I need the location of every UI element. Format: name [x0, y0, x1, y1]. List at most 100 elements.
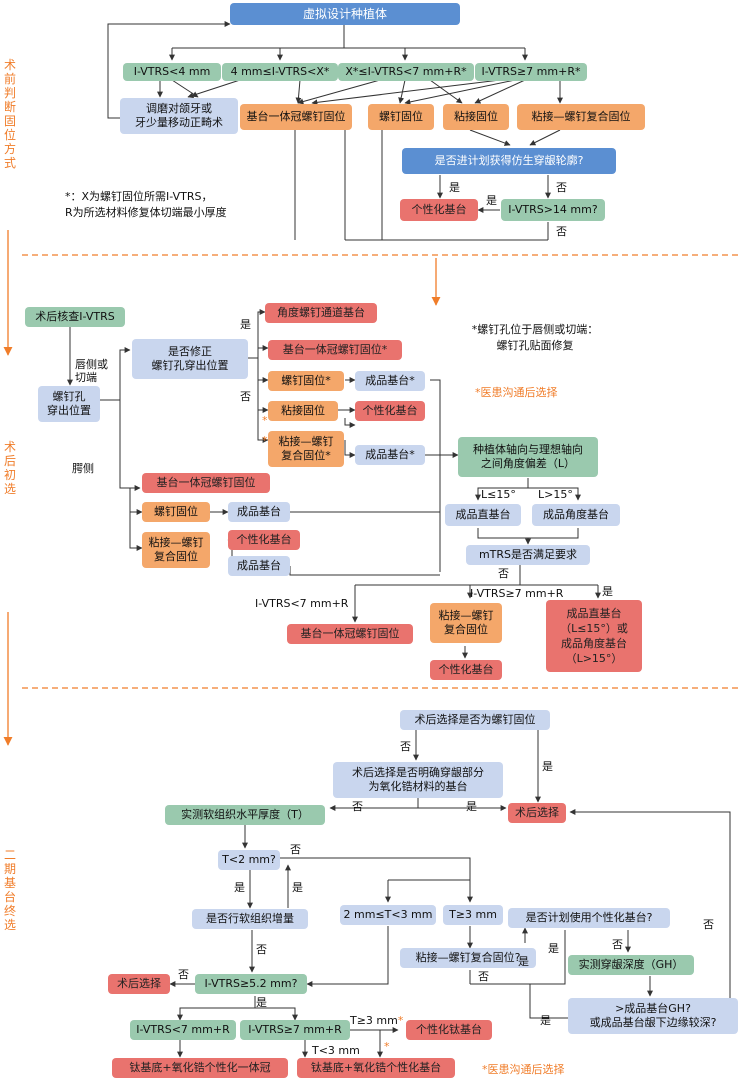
label-yes-2: 是 — [486, 194, 497, 207]
label-t-ge-3-star: T≥3 mm* — [350, 1014, 403, 1027]
label-no-gh: 否 — [703, 918, 714, 931]
palatal-stock-abutment-1: 成品基台 — [228, 502, 290, 522]
label-yes-graft: 是 — [292, 881, 303, 894]
label-no-custom: 否 — [612, 938, 623, 951]
cond-ivtrs-ge-7r: I-VTRS≥7 mm+R* — [475, 63, 587, 81]
result-ti-zirconia-crown: 钛基底+氧化锆个性化一体冠 — [112, 1058, 288, 1078]
measure-soft-tissue-t: 实测软组织水平厚度（T） — [165, 805, 325, 825]
measure-gh-depth: 实测穿龈深度（GH） — [568, 955, 694, 975]
question-gh-compare: >成品基台GH? 或成品基台龈下边缘较深? — [568, 998, 738, 1034]
palatal-stock-abutment-2: 成品基台 — [228, 556, 290, 576]
stock-abutment-star-1: 成品基台* — [355, 371, 425, 391]
label-no-screw: 否 — [400, 740, 411, 753]
t-ge-3: T≥3 mm — [443, 905, 503, 925]
opt-screw-retained: 螺钉固位 — [368, 104, 434, 130]
t-ge-3-text: T≥3 mm — [350, 1014, 398, 1027]
palatal-cement-screw-crown: 基台一体冠螺钉固位 — [142, 473, 270, 493]
label-yes-t: 是 — [234, 881, 245, 894]
footnote-x-r: *：X为螺钉固位所需I-VTRS， R为所选材料修复体切端最小厚度 — [65, 190, 227, 219]
cement-screw-crown-star: 基台一体冠螺钉固位* — [268, 340, 402, 360]
cement-retained: 粘接固位 — [268, 401, 338, 421]
palatal-combo-retained: 粘接—螺钉 复合固位 — [142, 532, 210, 568]
label-palatal: 腭侧 — [72, 462, 94, 475]
label-no-graft: 否 — [256, 943, 267, 956]
question-emergence-profile: 是否进计划获得仿生穿龈轮廓? — [402, 148, 616, 174]
custom-titanium-abutment: 个性化钛基台 — [406, 1020, 492, 1040]
note-lip-hole: *螺钉孔位于唇侧或切端： 螺钉孔贴面修复 — [471, 323, 599, 352]
ivtrs-ge-7r: I-VTRS≥7 mm+R — [240, 1020, 350, 1040]
opt-cement-retained: 粘接固位 — [443, 104, 509, 130]
label-no-combo: 否 — [478, 970, 489, 983]
note-doctor-choice-1: *医患沟通后选择 — [475, 386, 558, 399]
t-range-2-3: 2 mm≤T<3 mm — [340, 905, 436, 925]
section-label-postop: 术 后 初 选 — [3, 440, 16, 496]
question-use-custom-abutment: 是否计划使用个性化基台? — [508, 908, 670, 928]
virtual-implant-design: 虚拟设计种植体 — [230, 3, 460, 25]
label-no-2: 否 — [556, 225, 567, 238]
question-t-lt-2: T<2 mm? — [218, 850, 280, 870]
star-marker-1: * — [262, 414, 268, 427]
question-postop-screw: 术后选择是否为螺钉固位 — [400, 710, 550, 730]
cond-ivtrs-lt4: I-VTRS<4 mm — [123, 63, 221, 81]
label-yes: 是 — [240, 318, 251, 331]
star-marker-3: * — [397, 1014, 404, 1027]
label-no-ivtrs: 否 — [178, 968, 189, 981]
label-yes-screw: 是 — [542, 760, 553, 773]
angle-deviation-question: 种植体轴向与理想轴向 之间角度偏差（L） — [458, 437, 598, 477]
result-combo-retained: 粘接—螺钉 复合固位 — [430, 603, 502, 643]
question-ivtrs-5-2: I-VTRS≥5.2 mm? — [195, 974, 307, 994]
label-no-mtrs: 否 — [498, 567, 509, 580]
postop-select-2: 术后选择 — [108, 974, 170, 994]
postop-select-1: 术后选择 — [508, 803, 566, 823]
palatal-custom-abutment: 个性化基台 — [228, 530, 300, 550]
question-combo-retained: 粘接—螺钉复合固位? — [400, 948, 536, 968]
angled-screw-channel-abutment: 角度螺钉通道基台 — [265, 303, 377, 323]
custom-abutment-1: 个性化基台 — [400, 199, 478, 221]
question-soft-tissue-graft: 是否行软组织增量 — [192, 909, 308, 929]
label-l-gt-15: L>15° — [538, 488, 573, 501]
section-label-preop: 术 前 判 断 固 位 方 式 — [3, 58, 16, 170]
label-yes-custom: 是 — [548, 942, 559, 955]
screw-hole-position: 螺钉孔 穿出位置 — [38, 386, 100, 422]
cond-ivtrs-x-to-7r: X*≤I-VTRS<7 mm+R* — [338, 63, 474, 81]
result-cement-screw-crown: 基台一体冠螺钉固位 — [287, 624, 413, 644]
label-no: 否 — [556, 181, 567, 194]
postop-check-ivtrs: 术后核查I-VTRS — [25, 307, 125, 327]
screw-retained-star: 螺钉固位* — [268, 371, 344, 391]
label-lingual-incisal: 唇侧或 切端 — [75, 358, 108, 384]
label-yes-mtrs: 是 — [602, 585, 613, 598]
stock-straight-abutment: 成品直基台 — [445, 504, 521, 526]
question-zirconia-abutment: 术后选择是否明确穿龈部分 为氧化锆材料的基台 — [333, 762, 503, 798]
label-yes-zirconia: 是 — [466, 800, 477, 813]
label-yes-gh: 是 — [540, 1014, 551, 1027]
label-no-t: 否 — [290, 843, 301, 856]
custom-abutment-2: 个性化基台 — [355, 401, 425, 421]
opt-combo-retained: 粘接—螺钉复合固位 — [517, 104, 645, 130]
stock-angled-abutment: 成品角度基台 — [532, 504, 620, 526]
result-stock-abutment: 成品直基台 （L≤15°）或 成品角度基台 （L>15°） — [546, 600, 642, 672]
label-no: 否 — [240, 390, 251, 403]
question-ivtrs-14: I-VTRS>14 mm? — [501, 199, 605, 221]
label-ivtrs-ge: I-VTRS≥7 mm+R — [470, 587, 564, 600]
cond-ivtrs-4-to-x: 4 mm≤I-VTRS<X* — [222, 63, 338, 81]
opt-cement-screw-crown: 基台一体冠螺钉固位 — [240, 104, 352, 130]
result-custom-abutment: 个性化基台 — [430, 660, 502, 680]
label-ivtrs-lt: I-VTRS<7 mm+R — [255, 597, 349, 610]
label-l-le-15: L≤15° — [481, 488, 516, 501]
note-doctor-choice-2: *医患沟通后选择 — [482, 1063, 565, 1076]
label-yes-combo: 是 — [518, 955, 529, 968]
label-no-zirconia: 否 — [352, 800, 363, 813]
result-ti-zirconia-abutment: 钛基底+氧化锆个性化基台 — [297, 1058, 455, 1078]
star-marker-2: * — [262, 434, 268, 447]
star-marker-4: * — [384, 1040, 390, 1053]
combo-retained-star: 粘接—螺钉 复合固位* — [268, 431, 344, 467]
label-yes-ivtrs: 是 — [256, 996, 267, 1009]
label-yes: 是 — [449, 181, 460, 194]
ivtrs-lt-7r: I-VTRS<7 mm+R — [130, 1020, 236, 1040]
section-label-stage2: 二 期 基 台 终 选 — [3, 848, 16, 932]
mtrs-question: mTRS是否满足要求 — [466, 545, 590, 565]
stock-abutment-star-2: 成品基台* — [355, 445, 425, 465]
label-t-lt-3: T<3 mm — [312, 1044, 360, 1057]
palatal-screw-retained: 螺钉固位 — [142, 502, 210, 522]
adjust-occlusion: 调磨对颌牙或 牙少量移动正畸术 — [120, 98, 238, 134]
